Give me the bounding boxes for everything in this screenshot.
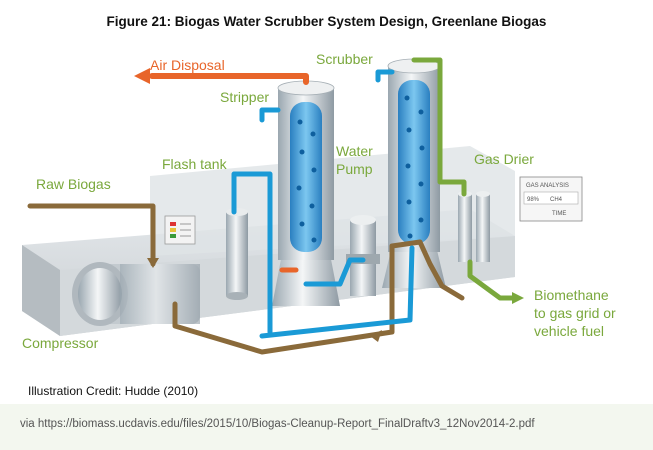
illustration-credit: Illustration Credit: Hudde (2010)	[28, 384, 199, 398]
scrubber-column	[382, 58, 446, 288]
scrubber-diagram: GAS ANALYSIS 98% CH4 TIME	[22, 51, 616, 355]
source-link[interactable]: via https://biomass.ucdavis.edu/files/20…	[20, 418, 535, 430]
biomethane-arrow	[512, 292, 524, 304]
label-compressor: Compressor	[22, 335, 99, 351]
label-scrubber: Scrubber	[316, 51, 373, 67]
source-bar: via https://biomass.ucdavis.edu/files/20…	[0, 404, 653, 450]
stripper-column	[272, 80, 340, 306]
water-pipe-scrubber-feed	[259, 107, 281, 123]
label-stripper: Stripper	[220, 89, 269, 105]
gas-drier-icon	[458, 191, 490, 262]
gas-pipe-arrow	[370, 330, 382, 342]
compressed-gas-pipe	[172, 239, 465, 355]
gas-analysis-panel: GAS ANALYSIS 98% CH4 TIME	[519, 176, 583, 222]
raw-biogas-arrow	[147, 258, 159, 268]
figure-title: Figure 21: Biogas Water Scrubber System …	[106, 14, 547, 29]
flash-tank-icon	[226, 208, 248, 300]
label-water-pump-line2: Pump	[336, 161, 373, 177]
water-pump-icon	[346, 215, 380, 296]
compressor-icon	[72, 262, 200, 326]
air-disposal-pipe	[149, 73, 309, 85]
water-pipe-return	[259, 245, 415, 339]
air-disposal-arrow	[134, 68, 150, 84]
gas-analysis-gas: CH4	[550, 197, 563, 203]
water-pipe-pump	[303, 257, 366, 287]
label-air-disposal: Air Disposal	[150, 57, 225, 73]
product-gas-pipe	[411, 57, 467, 197]
label-biomethane-line2: to gas grid or	[534, 305, 616, 321]
label-flash-tank: Flash tank	[162, 156, 228, 172]
label-biomethane-line1: Biomethane	[534, 287, 609, 303]
gas-analysis-title: GAS ANALYSIS	[526, 183, 569, 189]
label-raw-biogas: Raw Biogas	[36, 176, 111, 192]
label-water-pump-line1: Water	[336, 143, 373, 159]
water-pipe-stripper-feed	[231, 171, 273, 335]
label-biomethane-line3: vehicle fuel	[534, 323, 604, 339]
gas-analysis-value: 98%	[527, 197, 540, 203]
water-pipe-top	[375, 69, 395, 83]
gas-analysis-footer: TIME	[552, 211, 566, 217]
control-panel-icon	[164, 215, 196, 245]
biomethane-pipe	[467, 259, 515, 301]
label-gas-drier: Gas Drier	[474, 151, 534, 167]
raw-biogas-pipe	[27, 203, 156, 267]
